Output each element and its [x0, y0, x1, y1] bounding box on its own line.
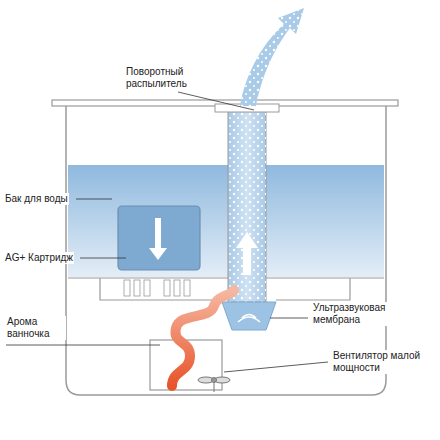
aroma-label: Арома ванночка [6, 316, 66, 340]
cartridge-label: AG+ Картридж [4, 252, 74, 264]
membrane-label: Ультразвуковая мембрана [312, 302, 406, 326]
spray-label: Поворотный распылитель [125, 66, 205, 90]
tank-label: Бак для воды [4, 193, 69, 205]
fan-label: Вентилятор малой мощности [332, 350, 424, 374]
